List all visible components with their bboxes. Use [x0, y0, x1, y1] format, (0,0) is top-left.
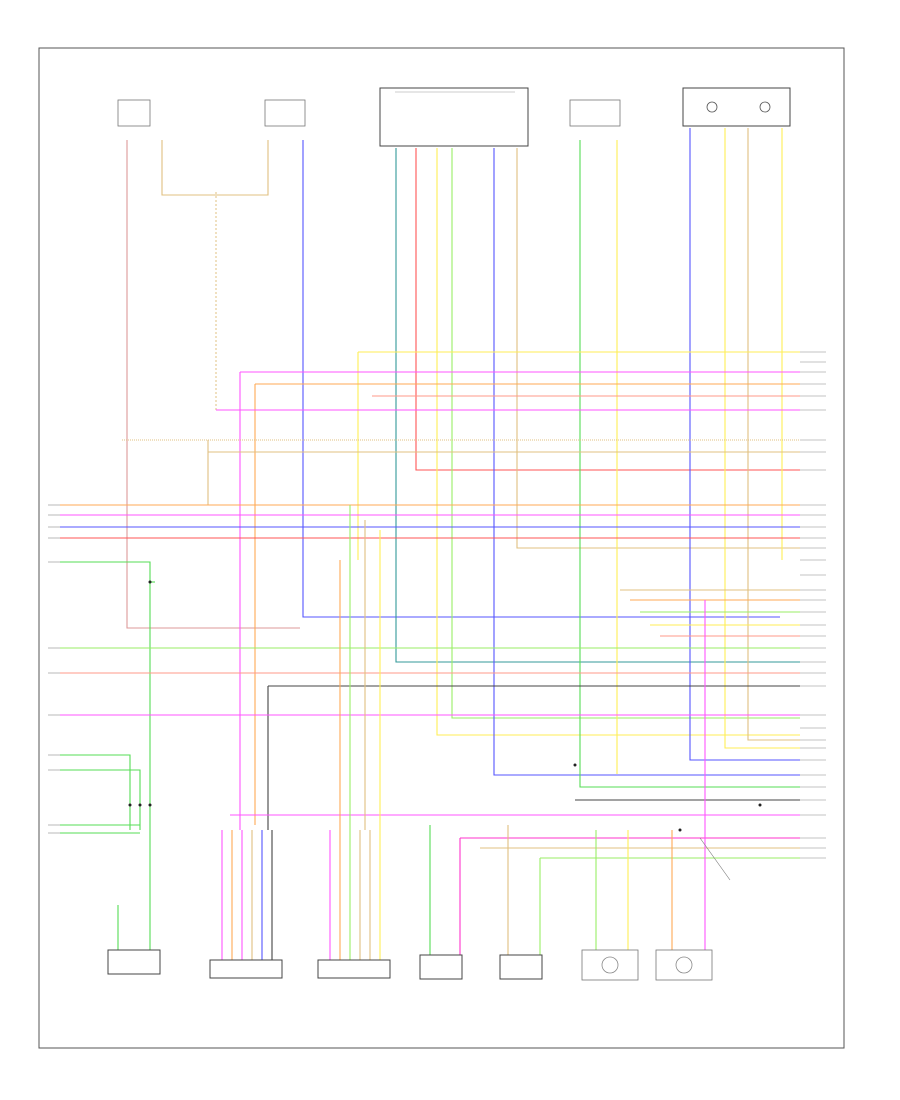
bottom-component-4	[419, 954, 463, 980]
bottom-component-2	[209, 830, 283, 979]
lamp-icon	[706, 101, 718, 113]
top-component-3	[379, 87, 529, 147]
lamp-icon	[759, 101, 771, 113]
lamp-icon	[675, 956, 693, 974]
bottom-component-6	[581, 949, 639, 981]
lamp-icon	[601, 956, 619, 974]
top-component-4	[569, 99, 621, 127]
left-terminals	[48, 504, 60, 834]
diagram-border	[38, 47, 845, 1049]
top-component-5	[682, 87, 791, 127]
bottom-component-5	[499, 954, 543, 980]
note-block-2	[699, 837, 731, 881]
top-component-1	[117, 99, 151, 127]
top-wires	[126, 128, 800, 788]
bus-wires	[60, 351, 800, 960]
right-terminals	[800, 351, 826, 859]
bottom-component-7	[655, 949, 713, 981]
bottom-component-3	[317, 830, 391, 979]
splice-points	[128, 580, 762, 832]
bottom-component-1	[107, 830, 161, 975]
top-component-2	[264, 99, 306, 127]
